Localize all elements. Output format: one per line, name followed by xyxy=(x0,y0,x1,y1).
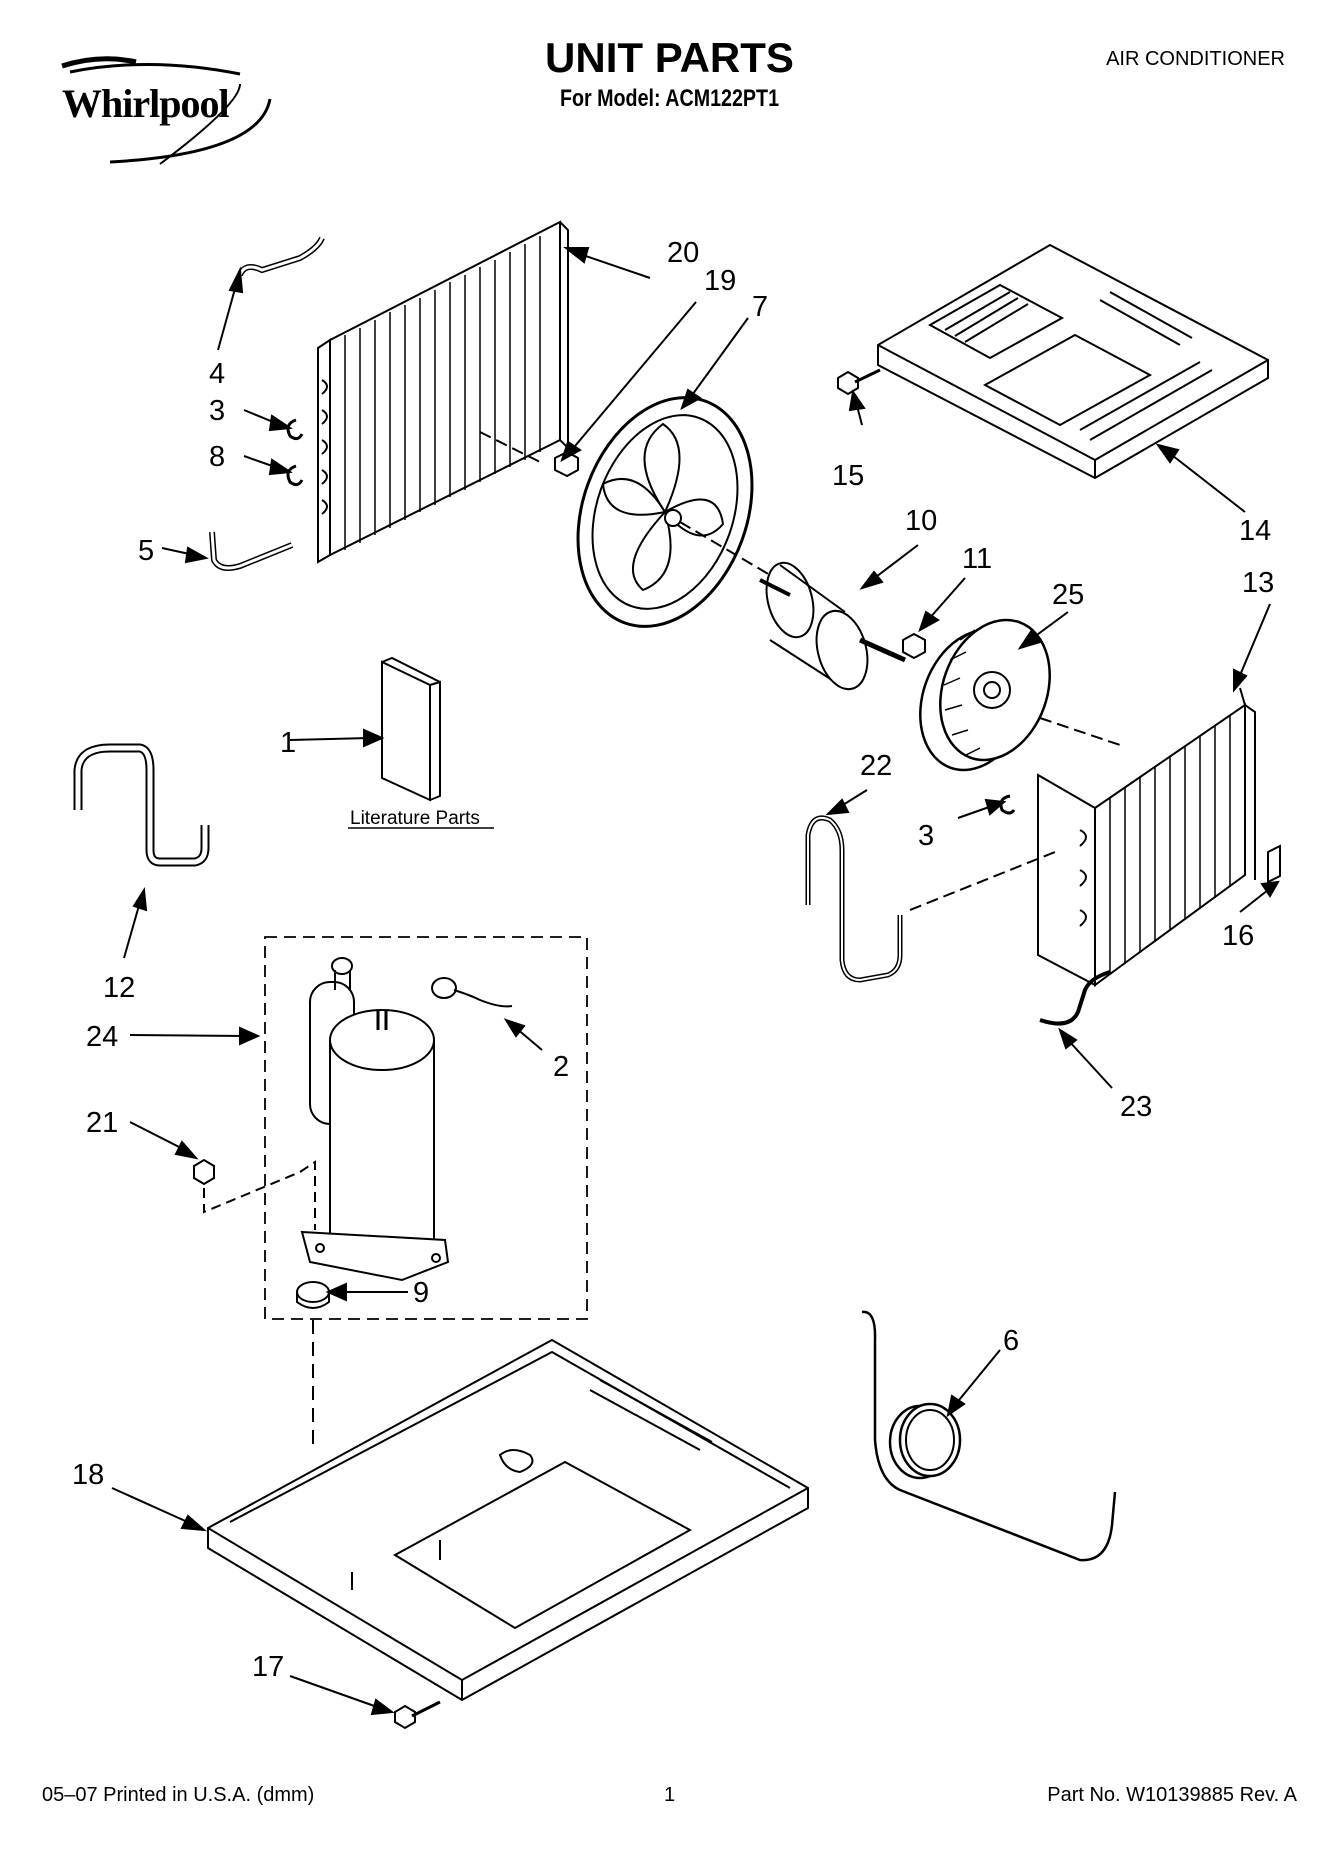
clip-part-3 xyxy=(286,418,304,441)
grommet-part-9 xyxy=(296,1281,330,1309)
screw-part-15 xyxy=(837,368,881,396)
callout-part-8: 8 xyxy=(209,441,225,473)
callout-part-6: 6 xyxy=(1003,1325,1019,1357)
condenser-coil xyxy=(317,220,569,564)
callout-part-3-left: 3 xyxy=(209,395,225,427)
callout-part-21: 21 xyxy=(86,1107,118,1139)
nut-part-11 xyxy=(902,632,926,660)
capacitor-strap xyxy=(861,1310,1117,1562)
compressor-kit-box xyxy=(264,936,588,1320)
drain-tube xyxy=(73,743,210,867)
literature-parts-caption: Literature Parts xyxy=(350,808,480,829)
nut-part-21 xyxy=(193,1158,215,1186)
callout-part-16: 16 xyxy=(1222,920,1254,952)
clip-part-3-right xyxy=(999,794,1016,815)
callout-part-9: 9 xyxy=(413,1277,429,1309)
part-number: Part No. W10139885 Rev. A xyxy=(1047,1784,1297,1806)
screw-part-17 xyxy=(394,1700,441,1730)
blower-wheel xyxy=(919,618,1051,772)
callout-part-11: 11 xyxy=(962,543,992,575)
discharge-tube xyxy=(237,236,325,277)
evaporator-coil xyxy=(1037,687,1256,987)
brand-name: Whirlpool xyxy=(62,81,230,126)
overload-protector xyxy=(431,977,513,1008)
callout-part-1: 1 xyxy=(280,727,296,759)
capillary-tube xyxy=(805,815,903,983)
product-category: AIR CONDITIONER xyxy=(1106,48,1285,70)
callout-part-23: 23 xyxy=(1120,1091,1152,1123)
callout-part-10: 10 xyxy=(905,505,937,537)
callout-part-17: 17 xyxy=(252,1651,284,1683)
top-panel xyxy=(877,243,1269,480)
callout-part-18: 18 xyxy=(72,1459,104,1491)
fan-motor xyxy=(759,561,907,691)
callout-part-12: 12 xyxy=(103,972,135,1004)
callout-part-7: 7 xyxy=(752,291,768,323)
clip-part-8 xyxy=(286,464,304,487)
page-title: UNIT PARTS xyxy=(545,34,794,81)
condenser-fan xyxy=(576,396,754,628)
callout-part-5: 5 xyxy=(138,535,154,567)
model-line: For Model: ACM122PT1 xyxy=(559,85,780,112)
print-info: 05–07 Printed in U.S.A. (dmm) xyxy=(42,1784,315,1806)
whirlpool-logo xyxy=(61,56,272,165)
leader-arrows xyxy=(111,247,1280,1716)
callout-part-15: 15 xyxy=(832,460,864,492)
callout-part-14: 14 xyxy=(1239,515,1271,547)
callout-part-20: 20 xyxy=(667,237,699,269)
literature-booklet xyxy=(381,656,441,802)
callout-part-3-right: 3 xyxy=(918,820,934,852)
callout-part-22: 22 xyxy=(860,750,892,782)
callout-part-4: 4 xyxy=(209,358,225,390)
suction-tube xyxy=(209,531,294,571)
bypass-tube xyxy=(1039,970,1111,1026)
base-pan xyxy=(207,1338,809,1702)
compressor xyxy=(300,957,450,1282)
callout-part-25: 25 xyxy=(1052,579,1084,611)
callout-part-19: 19 xyxy=(704,265,736,297)
callout-part-13: 13 xyxy=(1242,567,1274,599)
bracket-part-16 xyxy=(1267,844,1281,884)
callout-part-2: 2 xyxy=(553,1051,569,1083)
callout-part-24: 24 xyxy=(86,1021,118,1053)
page-number: 1 xyxy=(664,1784,676,1806)
